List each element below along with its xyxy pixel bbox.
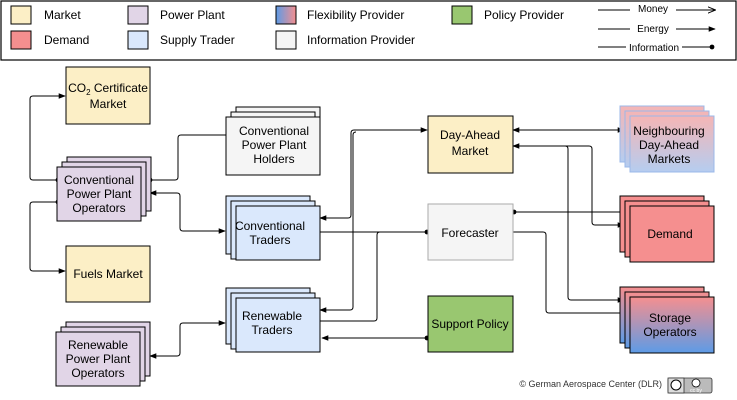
legend-label: Market xyxy=(44,8,81,22)
edge-operators-co2 xyxy=(29,93,66,183)
node-label: Power Plant xyxy=(66,352,131,366)
node-label: Storage xyxy=(649,311,691,325)
legend-item-market: Market xyxy=(10,5,81,25)
by-icon xyxy=(691,378,701,388)
node-support-policy: Support Policy xyxy=(427,295,514,353)
node-label: Power Plant xyxy=(67,187,132,201)
node-label: Demand xyxy=(647,227,692,241)
legend-label: Demand xyxy=(44,33,89,47)
edge-operators-conv-traders xyxy=(149,190,226,234)
node-fuels-market: Fuels Market xyxy=(65,245,151,303)
node-label: Conventional xyxy=(239,124,309,138)
credit-text: © German Aerospace Center (DLR) xyxy=(519,379,662,389)
node-renewable-traders: Renewable Traders xyxy=(225,287,321,353)
node-label: Day-Ahead xyxy=(440,128,500,142)
node-label-subscript: 2 xyxy=(86,88,91,97)
node-label: Traders xyxy=(250,233,291,247)
legend-flow-energy: Energy xyxy=(598,22,716,35)
node-demand: Demand xyxy=(619,195,715,263)
svg-text:CO2 Certificate: CO2 Certificate xyxy=(68,81,148,97)
node-label: Operators xyxy=(72,201,125,215)
node-label: Market xyxy=(452,144,489,158)
legend-item-demand: Demand xyxy=(10,30,89,50)
legend-label: Information xyxy=(629,43,679,54)
footer-credit: © German Aerospace Center (DLR) cc by xyxy=(519,377,713,394)
node-label: Certificate xyxy=(91,81,149,95)
edge-ren-traders-dayahead xyxy=(319,131,357,313)
legend-label: Money xyxy=(638,4,668,15)
node-label: Conventional xyxy=(235,219,305,233)
node-forecaster: Forecaster xyxy=(427,203,514,261)
node-co2-certificate-market: CO2 Certificate Market xyxy=(65,66,151,125)
node-conventional-power-plant-holders: Conventional Power Plant Holders xyxy=(225,106,321,176)
node-conventional-power-plant-operators: Conventional Power Plant Operators xyxy=(56,156,152,222)
legend-label: Power Plant xyxy=(160,8,225,22)
legend-item-power-plant: Power Plant xyxy=(127,5,225,25)
edge-forecaster-ren-traders xyxy=(320,231,381,322)
legend-flow-information: Information xyxy=(598,40,715,54)
node-label: Renewable xyxy=(68,338,128,352)
node-neighbouring-day-ahead-markets: Neighbouring Day-Ahead Markets xyxy=(619,105,715,173)
legend-item-supply-trader: Supply Trader xyxy=(127,30,235,50)
node-label: Support Policy xyxy=(431,317,508,331)
node-label: Market xyxy=(90,97,127,111)
node-label: Operators xyxy=(643,325,696,339)
edge-operators-fuels xyxy=(29,199,66,274)
legend: Market Power Plant Flexibility Provider … xyxy=(0,0,737,61)
license-text: cc by xyxy=(690,388,702,394)
legend-label: Energy xyxy=(637,24,669,35)
node-label: CO xyxy=(68,81,86,95)
node-label: Conventional xyxy=(64,173,134,187)
edge-dayahead-storage xyxy=(564,145,625,303)
legend-label: Policy Provider xyxy=(484,8,564,22)
node-storage-operators: Storage Operators xyxy=(619,286,715,354)
legend-label: Supply Trader xyxy=(160,33,235,47)
cc-icon xyxy=(670,379,682,391)
edge-ren-operators-ren-traders xyxy=(149,320,226,359)
connectors xyxy=(29,93,625,359)
legend-item-flexibility-provider: Flexibility Provider xyxy=(275,5,404,25)
legend-label: Information Provider xyxy=(307,33,415,47)
node-label: Power Plant xyxy=(242,138,307,152)
node-label: Neighbouring xyxy=(633,124,704,138)
edge-operators-holders xyxy=(147,134,227,183)
legend-item-policy-provider: Policy Provider xyxy=(451,5,564,25)
node-label: Renewable xyxy=(242,309,302,323)
legend-flow-money: Money xyxy=(598,2,715,15)
edge-dayahead-demand xyxy=(512,143,625,228)
node-conventional-traders: Conventional Traders xyxy=(225,195,321,261)
node-label: Forecaster xyxy=(441,226,498,240)
legend-item-information-provider: Information Provider xyxy=(275,30,415,50)
node-day-ahead-market: Day-Ahead Market xyxy=(427,115,514,174)
edge-forecaster-storage xyxy=(513,231,625,316)
cc-license-badge: cc by xyxy=(667,377,713,394)
node-label: Markets xyxy=(648,152,691,166)
node-label: Traders xyxy=(252,323,293,337)
node-label: Day-Ahead xyxy=(639,138,699,152)
node-label: Holders xyxy=(253,152,294,166)
node-label: Fuels Market xyxy=(73,267,143,281)
node-renewable-power-plant-operators: Renewable Power Plant Operators xyxy=(55,321,151,387)
node-label: Operators xyxy=(71,366,124,380)
edge-conv-traders-dayahead xyxy=(319,127,428,221)
legend-label: Flexibility Provider xyxy=(307,8,404,22)
